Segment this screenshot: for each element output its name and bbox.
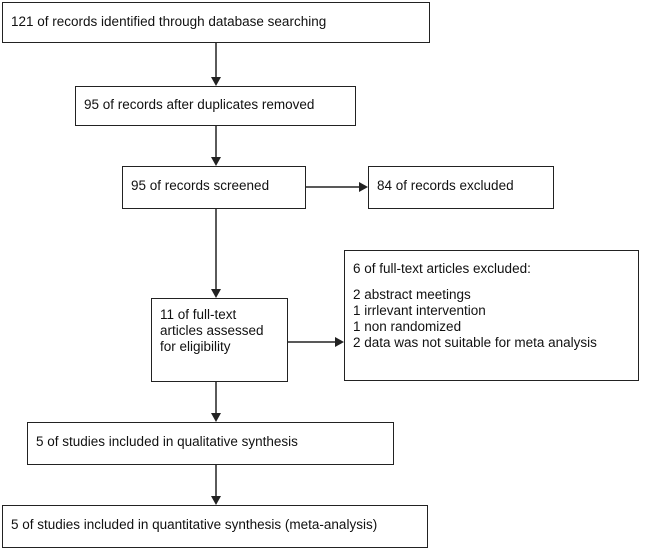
records-identified-text: 121 of records identified through databa… (11, 14, 327, 29)
arrowhead (211, 496, 221, 505)
exclusion-reason: 1 irrlevant intervention (353, 303, 486, 318)
exclusion-reason: 1 non randomized (353, 319, 462, 334)
quantitative-synthesis-box: 5 of studies included in quantitative sy… (2, 505, 428, 548)
fulltext-excluded-heading: 6 of full-text articles excluded: (353, 261, 531, 276)
arrowhead (335, 337, 344, 347)
records-screened-box: 95 of records screened (122, 166, 306, 209)
fulltext-excluded-box: 6 of full-text articles excluded: 2 abst… (344, 250, 639, 381)
qualitative-synthesis-box: 5 of studies included in qualitative syn… (27, 422, 394, 465)
arrowhead (211, 413, 221, 422)
qualitative-synthesis-text: 5 of studies included in qualitative syn… (36, 434, 298, 449)
records-excluded-text: 84 of records excluded (377, 178, 514, 193)
fulltext-assessed-box: 11 of full-text articles assessed for el… (151, 298, 288, 382)
records-screened-text: 95 of records screened (131, 178, 270, 193)
after-duplicates-text: 95 of records after duplicates removed (84, 97, 315, 112)
records-identified-box: 121 of records identified through databa… (2, 2, 430, 43)
quantitative-synthesis-text: 5 of studies included in quantitative sy… (11, 517, 378, 532)
after-duplicates-box: 95 of records after duplicates removed (75, 86, 356, 126)
assessed-text-line: for eligibility (160, 339, 231, 354)
arrowhead (211, 157, 221, 166)
assessed-text-line: 11 of full-text (160, 307, 237, 322)
exclusion-reason: 2 abstract meetings (353, 287, 471, 302)
arrowhead (211, 77, 221, 86)
arrowhead (359, 182, 368, 192)
exclusion-reason: 2 data was not suitable for meta analysi… (353, 335, 597, 350)
arrowhead (211, 289, 221, 298)
records-excluded-box: 84 of records excluded (368, 166, 554, 209)
assessed-text-line: articles assessed (160, 323, 264, 338)
